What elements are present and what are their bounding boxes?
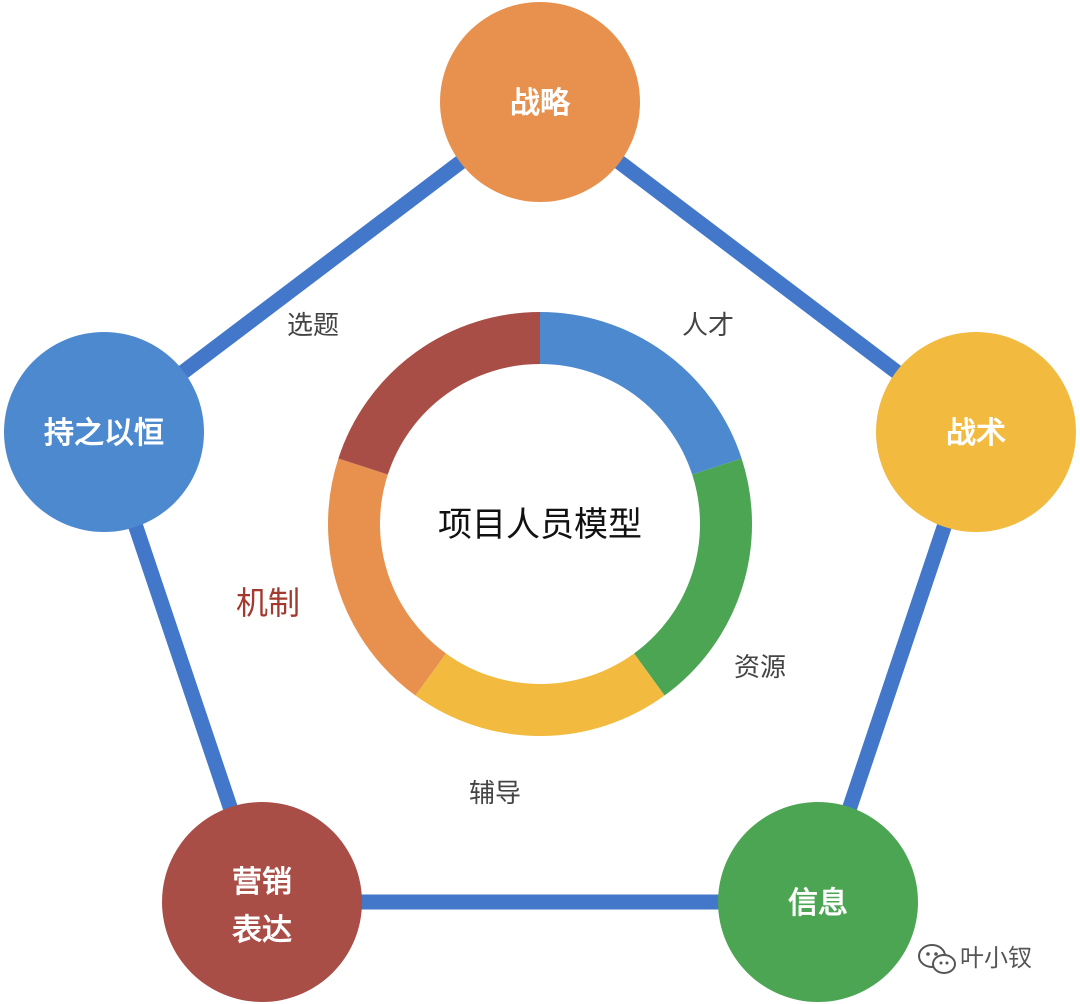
node-strategy-label: 战略 xyxy=(510,86,571,121)
node-tactics: 战术 xyxy=(876,332,1076,532)
node-marketing-label-line2: 表达 xyxy=(232,913,292,948)
node-marketing-label-line1: 营销 xyxy=(232,865,292,900)
node-persistence-label: 持之以恒 xyxy=(44,416,164,451)
node-information-label: 信息 xyxy=(788,886,848,921)
wechat-icon xyxy=(918,944,956,974)
segment-label-resources: 资源 xyxy=(734,653,786,683)
node-marketing-circle xyxy=(162,802,362,1002)
node-tactics-label: 战术 xyxy=(946,416,1006,451)
ring-segment-coaching xyxy=(415,653,665,736)
node-information-circle xyxy=(718,802,918,1002)
center-title: 项目人员模型 xyxy=(438,505,642,545)
watermark-text: 叶小钗 xyxy=(960,944,1032,972)
segment-label-topic: 选题 xyxy=(287,311,339,341)
ring-segment-talent xyxy=(539,312,742,476)
watermark: 叶小钗 xyxy=(918,944,1032,974)
node-tactics-circle xyxy=(876,332,1076,532)
node-persistence: 持之以恒 xyxy=(4,332,204,532)
pentagon-edges xyxy=(96,94,984,910)
center-ring xyxy=(328,312,752,736)
segment-label-coaching: 辅导 xyxy=(469,779,521,809)
node-strategy-circle xyxy=(440,2,640,202)
ring-segment-resources xyxy=(633,458,752,696)
node-strategy: 战略 xyxy=(440,2,640,202)
node-information: 信息 xyxy=(718,802,918,1002)
mechanism-label: 机制 xyxy=(236,584,300,622)
node-persistence-circle xyxy=(4,332,204,532)
ring-segment-mechanism xyxy=(328,458,447,696)
node-marketing: 营销 表达 xyxy=(162,802,362,1002)
segment-label-talent: 人才 xyxy=(682,311,734,341)
ring-segment-topic xyxy=(338,312,541,476)
